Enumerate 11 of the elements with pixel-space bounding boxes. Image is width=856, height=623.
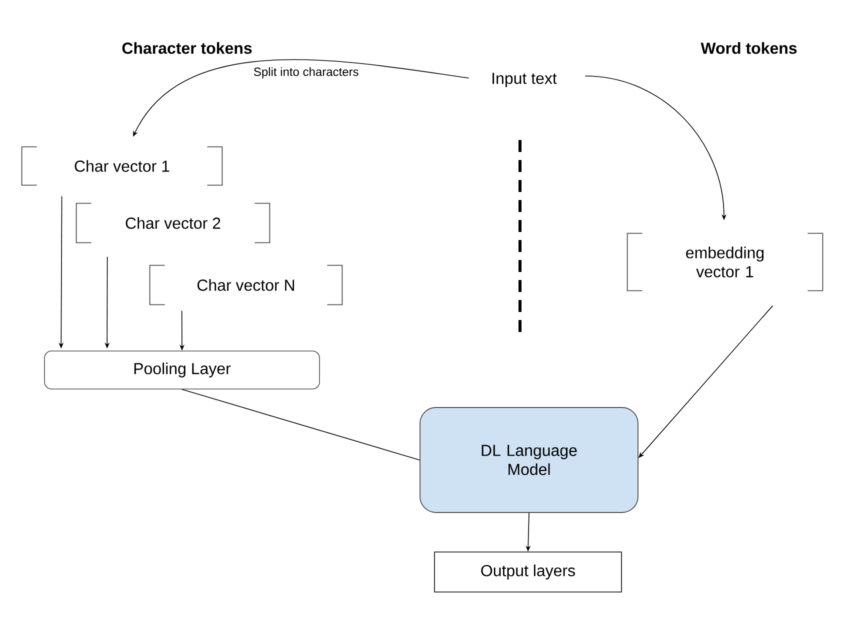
vector-bracket: Char vector 2 bbox=[76, 202, 270, 244]
process-box: Pooling Layer bbox=[44, 350, 320, 390]
edge-label: Split into characters bbox=[252, 66, 360, 80]
process-box: Output layers bbox=[434, 552, 622, 592]
model-box: DL Language Model bbox=[420, 407, 638, 513]
column-heading: Word tokens bbox=[700, 42, 797, 54]
vector-bracket: Char vector 1 bbox=[21, 146, 223, 186]
vector-bracket: embedding vector 1 bbox=[626, 232, 824, 292]
column-heading: Character tokens bbox=[122, 42, 252, 54]
vector-bracket: Char vector N bbox=[149, 264, 343, 306]
input-label: Input text bbox=[492, 72, 557, 88]
